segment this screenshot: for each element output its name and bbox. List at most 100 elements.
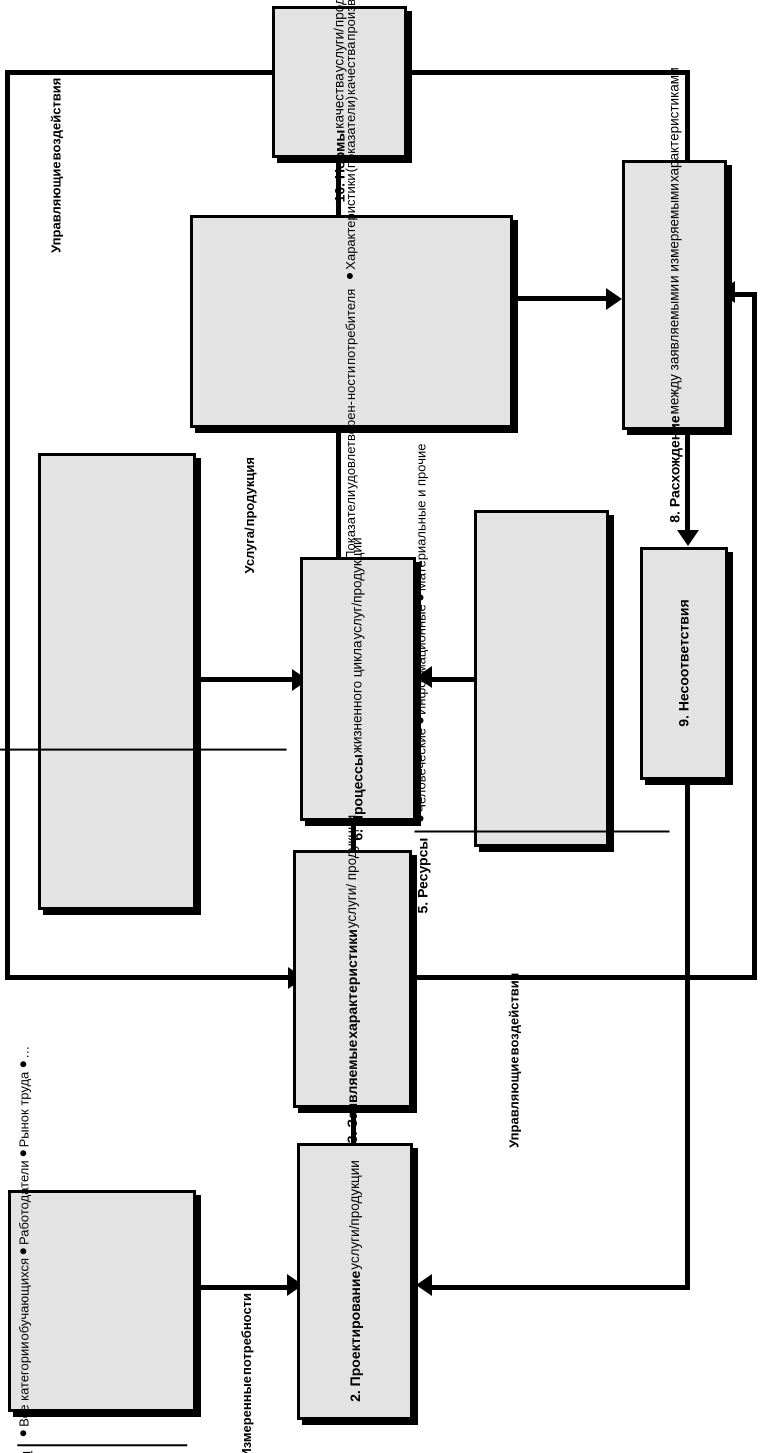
line-b9-down [685,780,690,1290]
bullet-line: Все категории [16,1341,32,1427]
box-4-content: 4. Нормативно-правовая база (регламент) … [0,456,288,907]
label-line: Управляющие [506,1056,522,1148]
list-item: (продукция) услуги произведенной качеств… [342,0,358,280]
label-line: продукция [241,456,257,527]
label-line: потребности [238,1292,254,1375]
box-1-b2: Работодатели [16,1160,32,1245]
box-2-text: 2. Проектирование услуги/продукции [347,1161,363,1403]
list-item: Человеческие [413,727,429,822]
label-line: воздействия [506,972,522,1056]
box-9-title: 9. Несоответствия [675,599,692,728]
label-control-actions-top: Управляющие воздействия [22,77,92,252]
list-item: … [16,1045,32,1068]
label-line: Измеренные [238,1375,254,1453]
label-control-actions-top-inner: Управляющие воздействия [22,77,92,252]
bullet-line: произведенной [342,0,358,41]
line-left-to-b3 [5,975,290,980]
line-b9-to-b2 [432,1285,690,1290]
line-b7-to-b8 [513,296,608,301]
box-4-normative-base[interactable]: 4. Нормативно-правовая база (регламент) … [0,453,288,910]
label-line: Услуга/ [241,527,257,574]
bullet-line: качества [342,42,358,96]
label-control-actions-top-rot: Управляющие воздействия [48,77,65,253]
box-4-divider [0,748,288,751]
box-8-sub1: между заявляемыми [666,283,682,415]
line-left-vertical [5,70,10,980]
box-5-b2: Информационные [413,604,429,715]
list-item: Информационные [413,604,429,724]
bullet-line: … [16,1045,32,1059]
bullet-line: Человеческие [413,727,428,813]
line-b10-to-left [5,70,277,75]
box-1-b1: обучающихся Все категории [16,1257,32,1427]
label-line: Управляющие [48,161,64,253]
bullet-line: Информационные [413,604,428,715]
box-2-design[interactable]: 2. Проектирование услуги/продукции [297,1143,413,1420]
box-3-title-line1: 3. Заявляемые [344,1039,361,1144]
box-9-text: 9. Несоответствия [676,600,692,727]
box-2-subtitle: услуги/продукции [346,1160,362,1271]
box-2-content: 2. Проектирование услуги/продукции [300,1146,410,1417]
line-b3-to-b6 [351,820,356,860]
label-measured-needs-rot: Измеренные потребности [238,1292,255,1453]
box-2-title: 2. Проектирование [346,1271,363,1403]
arrowhead-into-b9-top [677,530,699,546]
box-5-b3: Материальные и прочие [413,444,429,592]
box-6-content: 6. Процессы жизненного цикла услуг/проду… [303,537,413,840]
box-1-content: 1. Потребители обучающихся Все категории [11,1046,193,1453]
box-3-columns: 3. Заявляемые характеристики услуги/ про… [344,815,360,1143]
list-item: Рынок труда [16,1071,32,1157]
bullet-line: Работодатели [16,1160,32,1245]
label-line: воздействия [48,77,64,161]
list-item: потребителя ности удовлетворен- Показате… [342,289,358,570]
arrowhead-into-b2-right [416,1274,432,1296]
label-control-actions-bottom-inner: Управляющие воздействия [480,972,550,1147]
box-8-sub2: и измеряемыми [666,183,682,283]
box-3-text: 3. Заявляемые характеристики услуги/ про… [344,815,360,1143]
box-9-nonconformities[interactable]: 9. Несоответствия [640,547,728,780]
box-5-resources[interactable]: 5. Ресурсы Человеческие Информационные [413,444,669,914]
box-6-sub1: жизненного цикла [349,640,365,754]
bullet-dot-icon [417,815,423,822]
box-8-raskhozhdenie[interactable]: 8. Расхождение между заявляемыми и измер… [622,67,727,523]
line-into-b10-right [360,70,690,75]
box-3-content: 3. Заявляемые характеристики услуги/ про… [296,815,409,1143]
box-5-text: 5. Ресурсы Человеческие Информационные [413,444,669,914]
bullet-line: обучающихся [16,1257,32,1341]
line-b2-to-b3 [351,1108,356,1148]
bullet-dot-icon [20,1150,27,1157]
arrowhead-into-b6-right [416,666,432,688]
box-5-content: 5. Ресурсы Человеческие Информационные [413,444,669,914]
box-1-bullets: обучающихся Все категории Работодатели [16,1045,32,1436]
box-3-subtitle: услуги/ продукции [344,814,360,929]
line-b4-to-b6 [196,677,296,682]
box-5-bullets: Человеческие Информационные Материальные… [413,444,429,822]
bullet-dot-icon [346,273,353,280]
box-1-divider [17,1443,188,1446]
label-service-product-cols: Услуга/ продукция [241,456,258,574]
bullet-dot-icon [20,1429,27,1436]
box-7-bullet-2-lines: (продукция) услуги произведенной качеств… [342,0,358,270]
box-5-divider [414,830,669,833]
box-6-columns: 6. Процессы жизненного цикла услуг/проду… [350,537,366,840]
list-item: Материальные и прочие [413,444,429,601]
bullet-dot-icon [20,1061,27,1068]
label-service-product-inner: Услуга/ продукция [215,456,285,574]
box-6-processes[interactable]: 6. Процессы жизненного цикла услуг/проду… [300,537,416,841]
label-service-product: Услуга/ продукция [215,456,285,574]
box-3-declared-characteristics[interactable]: 3. Заявляемые характеристики услуги/ про… [293,815,412,1143]
list-item: обучающихся Все категории [16,1257,32,1436]
box-7-monitoring[interactable]: 7. Мониторинг и оценка качества потребит… [190,0,513,806]
box-8-content: 8. Расхождение между заявляемыми и измер… [625,67,724,522]
line-b6-to-b7 [336,428,341,558]
bullet-line: (показатели) [342,96,358,173]
bullet-line: Рынок труда [16,1071,32,1148]
bullet-line: удовлетворен- [342,401,358,490]
box-5-title: 5. Ресурсы [414,837,430,914]
box-10-normy[interactable]: 10. Нормы качества услуги/ продукции [272,0,407,202]
bullet-dot-icon [417,717,423,724]
box-1-consumers[interactable]: 1. Потребители обучающихся Все категории [8,1046,196,1453]
line-b1-to-b2 [196,1285,291,1290]
box-3-title-line2: характеристики [344,929,361,1039]
bullet-line: ности [342,366,358,401]
